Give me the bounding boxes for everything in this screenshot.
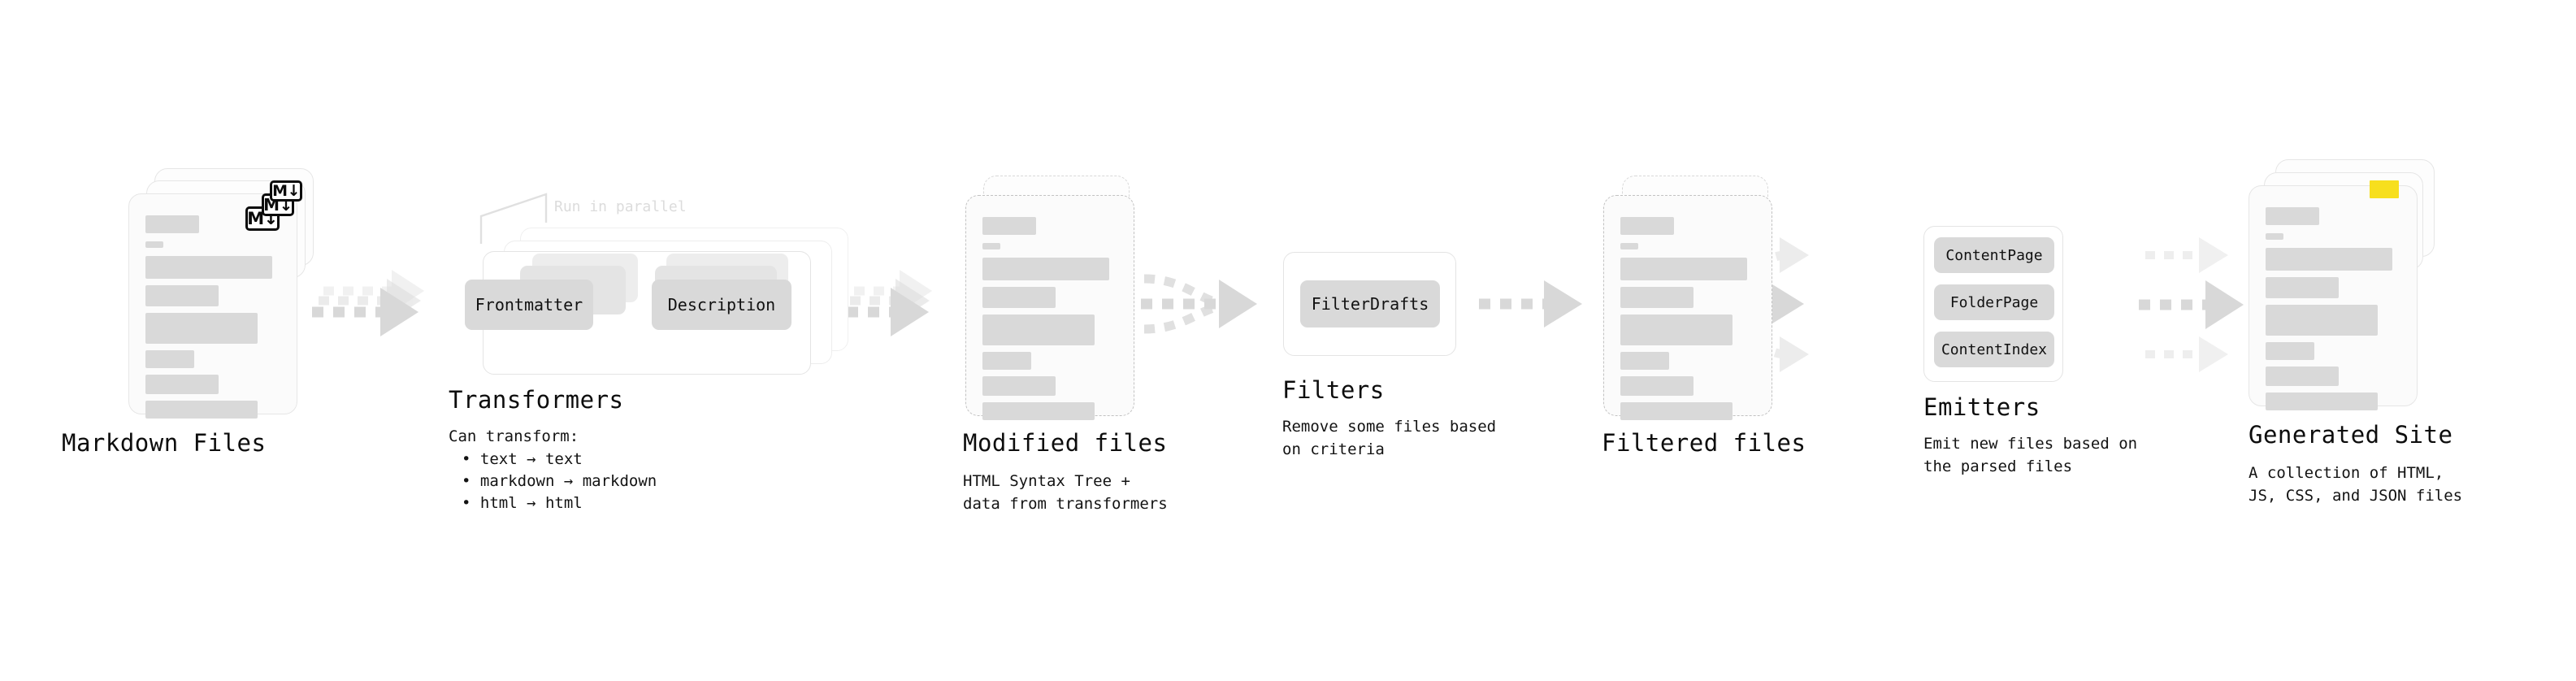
skeleton-bar <box>2266 248 2392 271</box>
filtered-card-front[interactable] <box>1603 195 1772 420</box>
stage-title-markdown-files: Markdown Files <box>62 429 267 457</box>
skeleton-bar <box>145 401 258 419</box>
skeleton-bar <box>982 287 1056 308</box>
stage-title-generated-site: Generated Site <box>2249 421 2453 449</box>
run-in-parallel-label: Run in parallel <box>554 198 687 215</box>
stage-title-transformers: Transformers <box>449 386 624 414</box>
skeleton-bar <box>2266 305 2378 336</box>
skeleton-bar <box>145 241 163 248</box>
skeleton-bar <box>2266 393 2378 410</box>
skeleton-bar <box>145 313 258 344</box>
js-icon <box>2370 180 2399 198</box>
skeleton-bar <box>145 350 194 368</box>
connector-md-to-transformers <box>312 270 424 336</box>
transformers-desc: Can transform: <box>449 427 579 445</box>
emitters-chip-contentpage[interactable]: ContentPage <box>1934 237 2054 273</box>
skeleton-bar <box>1620 376 1693 396</box>
skeleton-bar <box>982 376 1056 396</box>
skeleton-bar <box>2266 367 2339 386</box>
modified-files-desc: HTML Syntax Tree + data from transformer… <box>963 472 1168 513</box>
skeleton-bar <box>982 402 1095 420</box>
stage-title-filtered-files: Filtered files <box>1602 429 1806 457</box>
skeleton-bar <box>1620 402 1733 420</box>
stage-title-emitters: Emitters <box>1923 393 2040 421</box>
skeleton-bar <box>2266 277 2339 298</box>
emitters-chip-folderpage[interactable]: FolderPage <box>1934 284 2054 320</box>
connector-filters-to-filtered <box>1479 280 1582 327</box>
markdown-badge-back: M↓ <box>270 180 302 202</box>
skeleton-bar <box>2266 342 2314 360</box>
generated-site-desc: A collection of HTML, JS, CSS, and JSON … <box>2249 464 2463 505</box>
emitters-desc: Emit new files based on the parsed files <box>1923 435 2138 475</box>
transformer-chip-description[interactable]: Description <box>652 280 791 330</box>
stage-title-modified-files: Modified files <box>963 429 1168 457</box>
connector-emitters-to-site <box>2139 237 2244 372</box>
skeleton-bar <box>1620 217 1674 235</box>
skeleton-bar <box>982 243 1000 249</box>
site-card-front[interactable] <box>2249 185 2418 410</box>
skeleton-bar <box>1620 287 1693 308</box>
skeleton-bar <box>1620 314 1733 345</box>
transformers-bullet-1: • markdown → markdown <box>462 472 657 490</box>
skeleton-bar <box>1620 258 1747 280</box>
filters-desc: Remove some files based on criteria <box>1282 418 1497 458</box>
emitters-chip-contentindex[interactable]: ContentIndex <box>1934 332 2054 367</box>
skeleton-bar <box>982 314 1095 345</box>
filters-chip-filterdrafts[interactable]: FilterDrafts <box>1300 280 1440 327</box>
skeleton-bar <box>982 217 1036 235</box>
skeleton-bar <box>145 375 219 394</box>
transformers-bullet-0: • text → text <box>462 450 583 468</box>
skeleton-bar <box>982 352 1031 370</box>
skeleton-bar <box>145 215 199 233</box>
skeleton-bar <box>2266 207 2319 225</box>
transformer-chip-frontmatter[interactable]: Frontmatter <box>465 280 593 330</box>
stage-title-filters: Filters <box>1282 376 1385 404</box>
modified-card-front[interactable] <box>965 195 1134 420</box>
transformers-bullet-2: • html → html <box>462 494 583 512</box>
skeleton-bar <box>145 285 219 306</box>
skeleton-bar <box>145 256 272 279</box>
skeleton-bar <box>2266 233 2283 240</box>
skeleton-bar <box>982 258 1109 280</box>
skeleton-bar <box>1620 243 1638 249</box>
skeleton-bar <box>1620 352 1669 370</box>
connector-modified-to-filters <box>1141 274 1257 334</box>
